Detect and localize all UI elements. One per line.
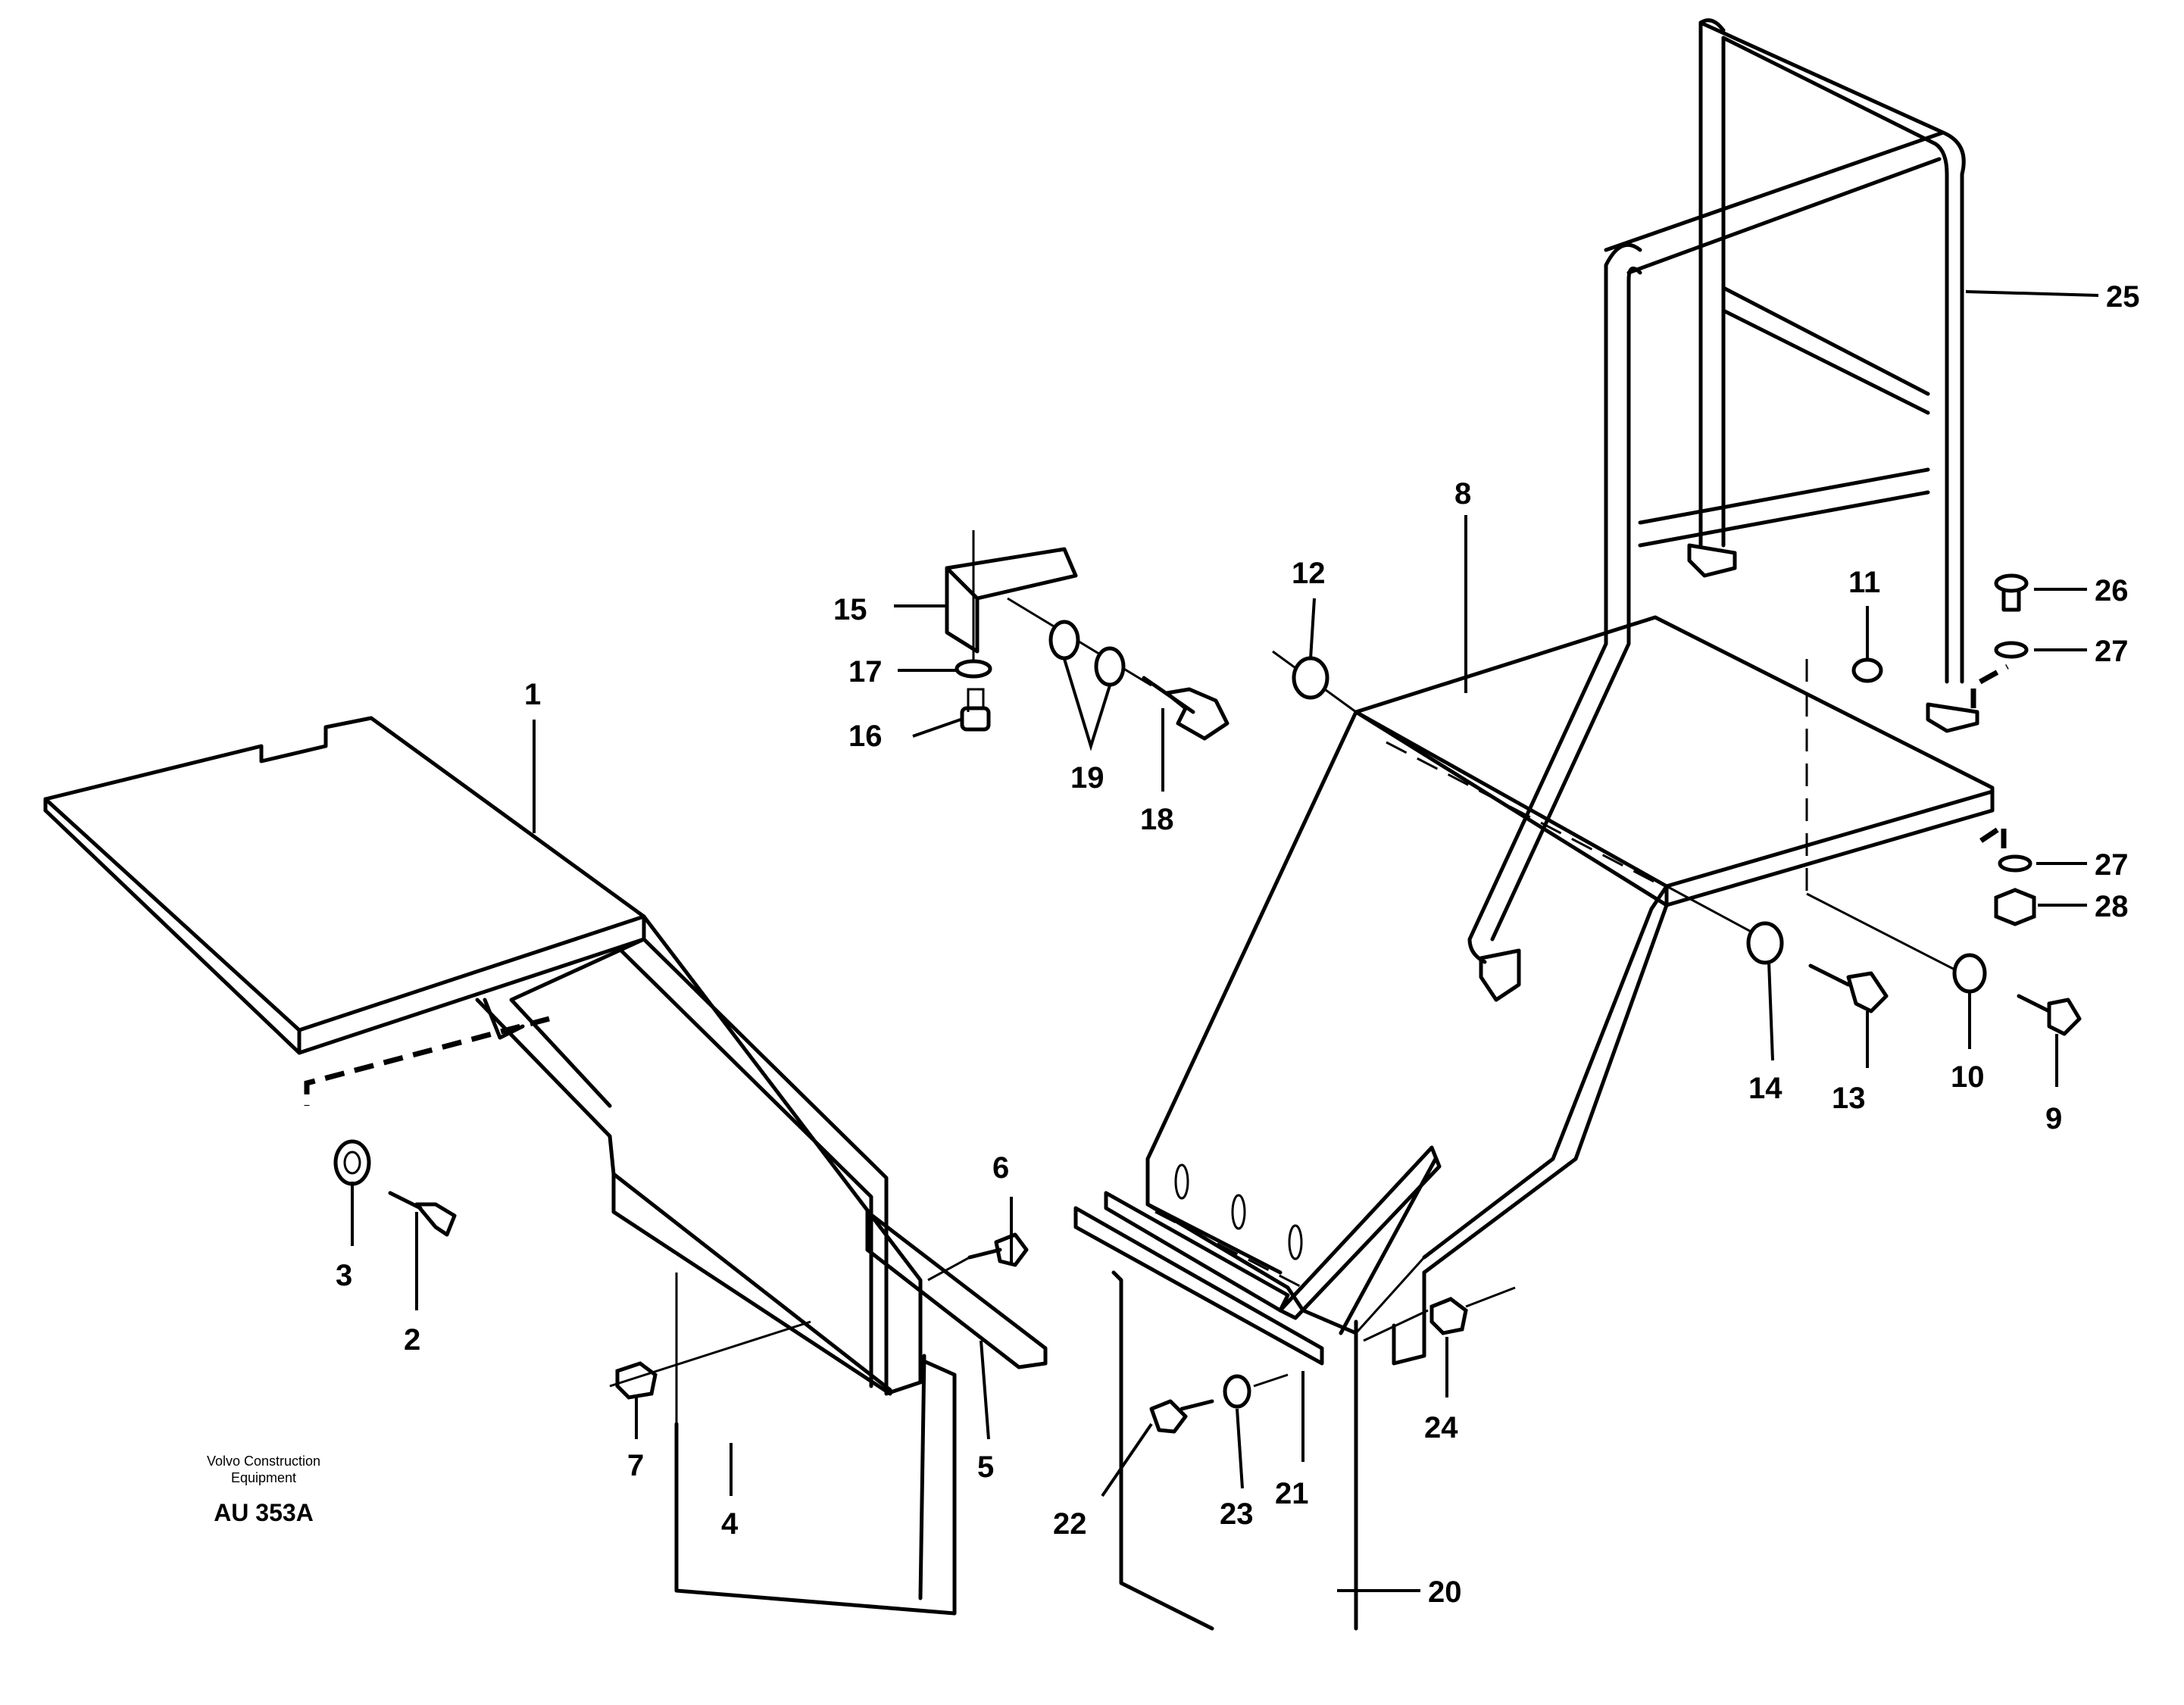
callout-25: 25 xyxy=(2106,280,2140,314)
callout-10: 10 xyxy=(1951,1060,1985,1094)
handrail-dashed-guide-upper xyxy=(1970,664,2009,708)
left-side-bracket xyxy=(865,1210,1048,1369)
washer-27-upper xyxy=(1994,641,2029,659)
callout-11: 11 xyxy=(1848,566,1880,599)
callout-7: 7 xyxy=(627,1449,644,1482)
callout-27-lower: 27 xyxy=(2095,848,2129,882)
callout-17: 17 xyxy=(848,655,883,689)
callout-5: 5 xyxy=(977,1450,994,1484)
nut-28 xyxy=(1994,888,2036,926)
callout-15: 15 xyxy=(833,593,867,626)
callout-3: 3 xyxy=(336,1259,352,1292)
angle-bracket-15 xyxy=(945,530,1078,667)
washer-10 xyxy=(1806,892,1987,994)
callout-13: 13 xyxy=(1832,1082,1866,1115)
callout-2: 2 xyxy=(404,1323,420,1357)
callout-16: 16 xyxy=(848,720,883,753)
callout-21: 21 xyxy=(1275,1477,1309,1510)
callout-26: 26 xyxy=(2095,574,2129,607)
callout-12: 12 xyxy=(1292,557,1326,590)
nut-7 xyxy=(609,1320,811,1400)
washer-14 xyxy=(1666,885,1784,965)
left-fender-dashed-guide xyxy=(304,1016,550,1106)
washer-17 xyxy=(955,659,992,679)
nut-3 xyxy=(333,1139,371,1186)
callout-19: 19 xyxy=(1070,761,1104,795)
spacer-12 xyxy=(1272,650,1357,714)
callout-24: 24 xyxy=(1424,1411,1458,1444)
callout-4: 4 xyxy=(721,1507,739,1541)
bolt-9 xyxy=(2017,994,2082,1036)
left-fender-top-plate xyxy=(43,716,923,1396)
credit-line-2: Equipment xyxy=(231,1470,296,1485)
plug-11 xyxy=(1851,657,1883,683)
callout-28: 28 xyxy=(2095,890,2129,923)
bolt-2 xyxy=(388,1191,457,1237)
callout-1: 1 xyxy=(524,678,541,711)
bolt-22 xyxy=(1149,1399,1214,1434)
step-platform-top xyxy=(1354,615,1995,907)
platform-dashed-guide-lower xyxy=(1979,820,2007,852)
step-lower-panel xyxy=(1111,1270,1358,1631)
credit-line-1: Volvo Construction xyxy=(207,1454,320,1469)
callout-8: 8 xyxy=(1454,477,1471,511)
washer-23 xyxy=(1223,1373,1289,1409)
step-mounting-plate xyxy=(1073,1191,1324,1366)
step-triangle-bracket xyxy=(1278,1145,1442,1335)
leader-lines xyxy=(351,290,2099,1592)
callout-27-upper: 27 xyxy=(2095,635,2129,668)
bolt-26 xyxy=(1994,573,2029,612)
callout-23: 23 xyxy=(1220,1497,1254,1531)
washer-27-lower xyxy=(1998,854,2032,873)
callout-9: 9 xyxy=(2045,1102,2062,1135)
bolt-13 xyxy=(1808,963,1889,1013)
callout-14: 14 xyxy=(1748,1072,1783,1105)
callout-6: 6 xyxy=(992,1151,1009,1185)
handrail xyxy=(1467,18,1979,1002)
callout-18: 18 xyxy=(1140,803,1174,836)
nut-16 xyxy=(960,688,991,732)
washers-19 xyxy=(1048,620,1126,687)
nut-24 xyxy=(1363,1286,1516,1342)
callout-labels: 1 2 3 4 5 6 7 8 9 10 11 12 13 14 15 16 1… xyxy=(336,280,2140,1609)
step-body xyxy=(1145,659,1808,1623)
figure-reference: AU 353A xyxy=(214,1499,314,1526)
callout-22: 22 xyxy=(1053,1507,1087,1541)
left-mud-flap xyxy=(674,1273,957,1616)
figure-credit: Volvo Construction Equipment AU 353A xyxy=(207,1454,320,1526)
callout-20: 20 xyxy=(1428,1575,1462,1609)
